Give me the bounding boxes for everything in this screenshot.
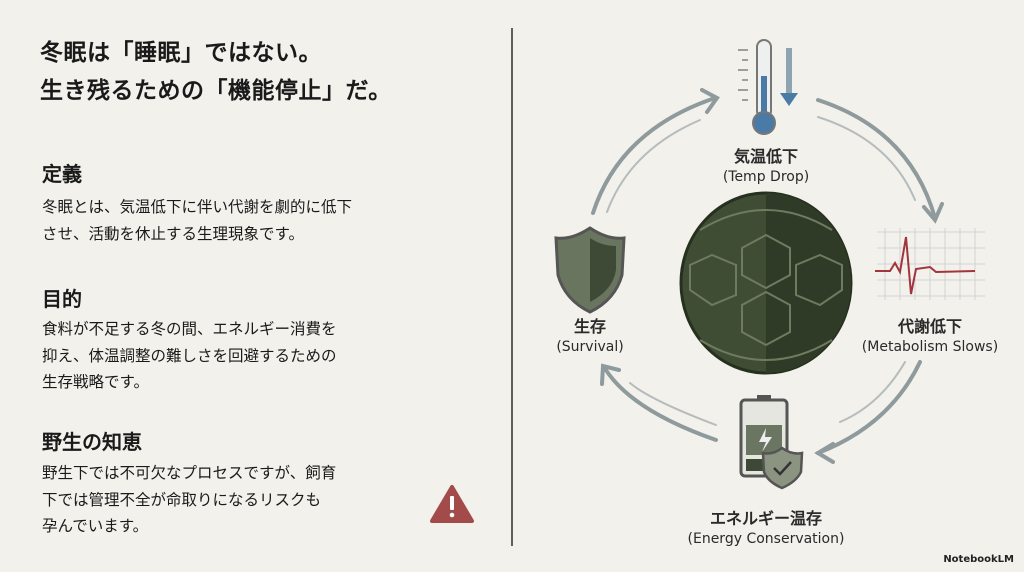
ecg-icon (875, 228, 985, 300)
text-line: させ、活動を休止する生理現象です。 (42, 224, 304, 243)
turtle-shell-icon (679, 191, 853, 375)
section-heading-wild-wisdom: 野生の知恵 (42, 430, 142, 454)
arrow-energy-to-survival (602, 365, 718, 442)
cycle-node-energy: エネルギー温存 (Energy Conservation) (656, 505, 876, 547)
warning-icon (430, 485, 474, 523)
node-label-en: (Temp Drop) (722, 169, 810, 185)
node-label-en: (Energy Conservation) (687, 531, 845, 547)
arrow-survival-to-temp (591, 96, 717, 215)
node-label-en: (Metabolism Slows) (861, 339, 999, 355)
section-body-purpose: 食料が不足する冬の間、エネルギー消費を 抑え、体温調整の難しさを回避するための … (42, 316, 462, 396)
text-line: 食料が不足する冬の間、エネルギー消費を (42, 320, 337, 338)
cycle-node-survival: 生存 (Survival) (480, 313, 700, 355)
cycle-arrows (591, 88, 944, 464)
node-label-jp: エネルギー温存 (709, 509, 822, 528)
arrow-temp-to-metabolism (816, 98, 937, 220)
node-label-jp: 生存 (573, 317, 606, 336)
text-line: 冬眠とは、気温低下に伴い代謝を劇的に低下 (42, 198, 353, 216)
title-line-1: 冬眠は「睡眠」ではない。 (40, 40, 322, 66)
section-body-definition: 冬眠とは、気温低下に伴い代謝を劇的に低下 させ、活動を休止する生理現象です。 (42, 194, 462, 247)
battery-shield-icon (739, 395, 804, 490)
text-line: 下では管理不全が命取りになるリスクも (42, 490, 322, 509)
divider (511, 28, 513, 546)
section-heading-definition: 定義 (42, 162, 82, 186)
arrow-metabolism-to-energy (816, 360, 922, 455)
cycle-node-metabolism: 代謝低下 (Metabolism Slows) (820, 313, 1024, 355)
text-line: 野生下では不可欠なプロセスですが、飼育 (42, 464, 337, 482)
shield-icon (554, 226, 626, 314)
title-line-2: 生き残るための「機能停止」だ。 (40, 78, 392, 104)
slide-title: 冬眠は「睡眠」ではない。 生き残るための「機能停止」だ。 (40, 34, 392, 110)
node-label-jp: 気温低下 (733, 147, 798, 166)
section-heading-purpose: 目的 (42, 287, 82, 311)
text-line: 抑え、体温調整の難しさを回避するための (42, 346, 337, 365)
brand-watermark: NotebookLM (943, 554, 1014, 565)
node-label-en: (Survival) (556, 339, 624, 355)
node-label-jp: 代謝低下 (897, 317, 962, 336)
text-line: 生存戦略です。 (42, 373, 149, 391)
section-body-wild-wisdom: 野生下では不可欠なプロセスですが、飼育 下では管理不全が命取りになるリスクも 孕… (42, 460, 462, 540)
cycle-node-temp-drop: 気温低下 (Temp Drop) (656, 143, 876, 185)
text-line: 孕んでいます。 (42, 517, 149, 535)
thermometer-icon (738, 39, 798, 135)
